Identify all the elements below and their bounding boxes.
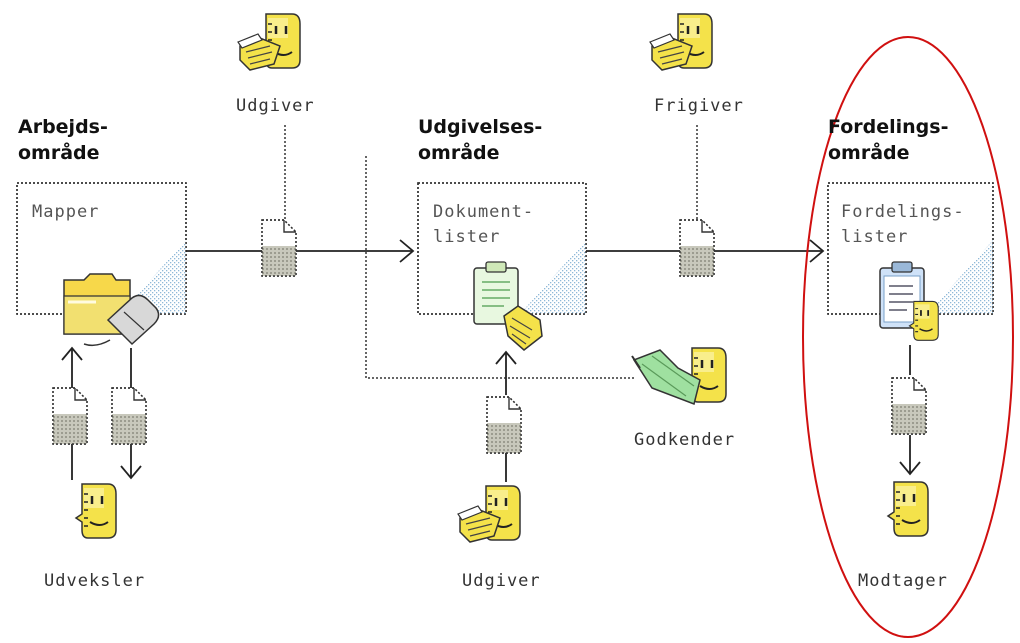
work-area-title: Arbejds- område [18, 114, 108, 166]
person-handing-document-icon [650, 14, 712, 70]
document-icon [52, 387, 88, 445]
person-face-icon [908, 300, 940, 342]
title-line: Fordelings- [828, 116, 949, 138]
role-publisher-top: Udgiver [236, 96, 315, 116]
title-line: område [18, 142, 100, 164]
box-label-line: Fordelings- [841, 202, 965, 222]
distribution-box-label: Fordelings- lister [841, 200, 965, 250]
distribution-area-box [827, 182, 994, 315]
person-handing-document-icon [458, 486, 520, 542]
document-icon [486, 396, 522, 454]
role-releaser: Frigiver [654, 96, 744, 116]
publish-area-box [417, 182, 587, 315]
title-line: Arbejds- [18, 116, 108, 138]
box-label-line: lister [433, 227, 501, 247]
role-receiver: Modtager [858, 571, 948, 591]
mouse-icon [83, 294, 160, 347]
title-line: område [828, 142, 910, 164]
hand-icon [503, 305, 543, 351]
publish-box-label: Dokument- lister [433, 200, 534, 250]
role-exchanger: Udveksler [44, 571, 146, 591]
role-approver: Godkender [634, 430, 736, 450]
distribution-area-title: Fordelings- område [828, 114, 948, 166]
person-handing-document-icon [238, 14, 300, 70]
person-face-icon [886, 480, 930, 538]
highlight-ellipse [802, 36, 1014, 638]
document-icon [111, 387, 147, 445]
work-box-label: Mapper [32, 202, 100, 222]
clipboard-icon [473, 261, 519, 325]
document-icon [891, 377, 927, 435]
box-label-line: lister [841, 227, 909, 247]
dotted-connectors [284, 125, 698, 379]
person-face-icon [74, 482, 118, 540]
box-label-line: Dokument- [433, 202, 535, 222]
role-publisher-bottom: Udgiver [462, 571, 541, 591]
vertical-arrows [61, 345, 921, 482]
title-line: område [418, 142, 500, 164]
document-icon [261, 219, 297, 277]
publish-area-title: Udgivelses- område [418, 114, 542, 166]
person-with-flag-icon [631, 346, 728, 406]
title-line: Udgivelses- [418, 116, 543, 138]
document-icon [679, 219, 715, 277]
